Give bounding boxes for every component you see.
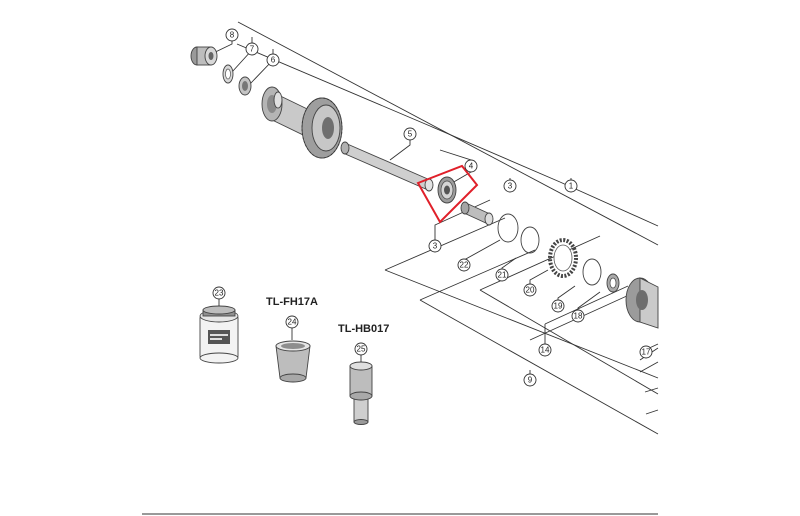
leader-lines	[204, 21, 659, 435]
callout-20: 20	[523, 283, 537, 297]
callout-3-top: 3	[503, 179, 517, 193]
svg-text:25: 25	[357, 345, 366, 354]
part-ring-large	[497, 213, 519, 243]
part-spacer	[460, 201, 494, 226]
svg-text:22: 22	[460, 261, 469, 270]
part-cone	[238, 76, 252, 96]
callout-6: 6	[266, 53, 280, 67]
tool-label-hb017: TL-HB017	[338, 323, 390, 335]
svg-text:5: 5	[408, 130, 413, 139]
callout-25: 25	[354, 342, 368, 356]
part-grease-jar	[199, 305, 239, 364]
part-spring-ring	[582, 258, 602, 286]
callout-17: 17	[639, 345, 653, 359]
svg-text:6: 6	[271, 56, 276, 65]
part-seal	[606, 273, 620, 293]
callout-9: 9	[523, 373, 537, 387]
highlight-box	[416, 164, 479, 224]
callout-1: 1	[564, 179, 578, 193]
callout-3-bottom: 3	[428, 239, 442, 253]
svg-text:19: 19	[554, 302, 563, 311]
part-bearing	[437, 176, 457, 204]
part-ratchet	[548, 238, 578, 278]
part-ring-small	[520, 226, 540, 254]
hub-parts	[190, 46, 659, 425]
svg-text:3: 3	[433, 242, 438, 251]
part-tool-hb017	[349, 361, 373, 425]
callout-18: 18	[571, 309, 585, 323]
svg-text:17: 17	[642, 348, 651, 357]
svg-text:23: 23	[215, 289, 224, 298]
svg-text:24: 24	[288, 318, 297, 327]
svg-text:7: 7	[250, 45, 255, 54]
callout-5: 5	[403, 127, 417, 141]
part-hub-body	[261, 86, 343, 159]
tool-label-fh17a: TL-FH17A	[266, 296, 318, 308]
callout-19: 19	[551, 299, 565, 313]
svg-text:14: 14	[541, 346, 550, 355]
part-washer	[222, 64, 234, 84]
svg-text:20: 20	[526, 286, 535, 295]
svg-text:1: 1	[569, 182, 574, 191]
part-tool-fh17a	[275, 340, 311, 383]
svg-text:3: 3	[508, 182, 513, 191]
part-locknut	[190, 46, 218, 66]
callout-24: 24	[285, 315, 299, 329]
callout-22: 22	[457, 258, 471, 272]
callout-8: 8	[225, 28, 239, 42]
part-freehub	[625, 277, 659, 329]
callout-23: 23	[212, 286, 226, 300]
svg-text:18: 18	[574, 312, 583, 321]
svg-text:21: 21	[498, 271, 507, 280]
svg-text:9: 9	[528, 376, 533, 385]
callout-14: 14	[538, 343, 552, 357]
part-axle	[340, 141, 434, 192]
callout-numbers: 8 7 6 5 4 3 1 3 22 21 20 19 18 14 17 9 2…	[212, 28, 653, 387]
callout-4: 4	[464, 159, 478, 173]
callout-7: 7	[245, 42, 259, 56]
callout-21: 21	[495, 268, 509, 282]
svg-text:8: 8	[230, 31, 235, 40]
svg-text:4: 4	[469, 162, 474, 171]
